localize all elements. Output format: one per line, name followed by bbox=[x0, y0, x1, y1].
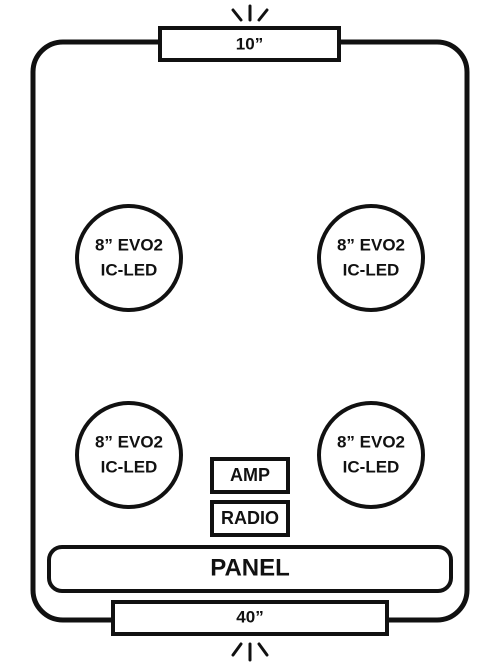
amp-box: AMP bbox=[210, 457, 290, 494]
bottom-light-label: 40” bbox=[236, 607, 263, 626]
bottom-light-rays-icon bbox=[231, 642, 269, 662]
panel-bar-frame bbox=[47, 545, 453, 593]
speaker-model-label: 8” EVO2 bbox=[337, 432, 405, 451]
speaker-bottom-left: 8” EVO2 IC-LED bbox=[75, 401, 183, 509]
amp-label: AMP bbox=[230, 465, 270, 485]
bottom-light-bar: 40” bbox=[111, 600, 389, 636]
speaker-type-label: IC-LED bbox=[101, 260, 158, 279]
radio-box-frame bbox=[210, 500, 290, 537]
radio-box: RADIO bbox=[210, 500, 290, 537]
speaker-model-label: 8” EVO2 bbox=[95, 432, 163, 451]
speaker-model-label: 8” EVO2 bbox=[95, 235, 163, 254]
speaker-type-label: IC-LED bbox=[101, 457, 158, 476]
speaker-circle bbox=[317, 401, 425, 509]
amp-box-frame bbox=[210, 457, 290, 494]
speaker-circle bbox=[75, 204, 183, 312]
speaker-model-label: 8” EVO2 bbox=[337, 235, 405, 254]
panel-label: PANEL bbox=[210, 554, 290, 581]
speaker-top-right: 8” EVO2 IC-LED bbox=[317, 204, 425, 312]
top-light-bar-box bbox=[158, 26, 341, 62]
bottom-light-bar-box bbox=[111, 600, 389, 636]
speaker-circle bbox=[317, 204, 425, 312]
speaker-type-label: IC-LED bbox=[343, 260, 400, 279]
speaker-type-label: IC-LED bbox=[343, 457, 400, 476]
speaker-circle bbox=[75, 401, 183, 509]
speaker-bottom-right: 8” EVO2 IC-LED bbox=[317, 401, 425, 509]
radio-label: RADIO bbox=[221, 508, 279, 528]
panel-bar: PANEL bbox=[47, 545, 453, 593]
speaker-top-left: 8” EVO2 IC-LED bbox=[75, 204, 183, 312]
top-light-label: 10” bbox=[236, 34, 263, 53]
top-light-bar: 10” bbox=[158, 26, 341, 62]
top-light-rays-icon bbox=[231, 4, 269, 22]
